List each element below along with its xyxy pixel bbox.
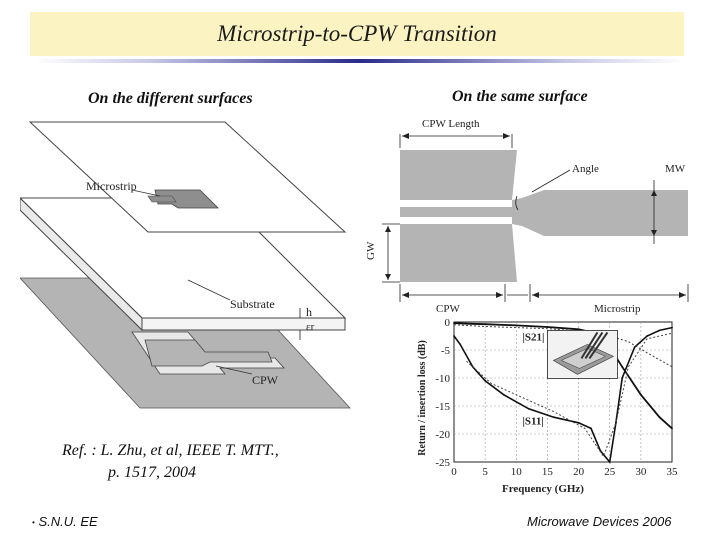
data-point — [671, 326, 673, 329]
data-point — [515, 324, 518, 327]
data-point — [639, 393, 642, 396]
y-tick-label: -10 — [435, 373, 450, 385]
data-point — [527, 407, 530, 410]
microstrip-top-layer — [28, 121, 347, 233]
x-tick-label: 5 — [482, 466, 488, 478]
data-point — [608, 461, 611, 463]
taper-section — [512, 190, 688, 236]
s21-annotation: |S21| — [523, 331, 545, 343]
data-point — [621, 377, 624, 379]
cpw-length-label: CPW Length — [422, 118, 480, 130]
lower-ground — [400, 224, 517, 282]
cpw-layer-label: CPW — [252, 373, 279, 387]
x-tick-label: 25 — [604, 466, 616, 478]
data-point — [646, 335, 648, 337]
data-point — [671, 427, 673, 430]
angle-label: Angle — [572, 163, 599, 175]
substrate-label: Substrate — [230, 297, 275, 311]
right-caption: On the same surface — [452, 88, 588, 105]
y-tick-label: -5 — [441, 345, 451, 357]
permittivity-label: εr — [306, 321, 315, 333]
data-point — [453, 322, 455, 325]
inset-probe — [588, 331, 609, 359]
x-axis-label: Frequency (GHz) — [502, 483, 584, 495]
data-point — [658, 416, 661, 419]
bullet-dot-icon: • — [32, 518, 35, 528]
data-point — [484, 323, 487, 326]
y-tick-label: -15 — [435, 401, 450, 413]
inset-probe — [584, 331, 604, 359]
title-divider — [34, 59, 684, 63]
cpw-dimension-label: CPW — [436, 303, 460, 315]
microstrip-label: Microstrip — [86, 179, 137, 193]
measured-curve-2 — [466, 332, 673, 458]
data-point — [453, 335, 455, 337]
data-point — [502, 393, 505, 396]
data-point — [465, 322, 468, 325]
data-point — [621, 365, 624, 368]
x-tick-label: 35 — [667, 466, 679, 478]
data-point — [459, 343, 462, 346]
data-point — [615, 421, 617, 424]
left-caption: On the different surfaces — [88, 90, 253, 107]
mw-label: MW — [665, 163, 686, 175]
data-point — [484, 379, 487, 382]
data-point — [633, 346, 636, 349]
inset-probe — [580, 331, 599, 359]
microstrip-dimension-label: Microstrip — [594, 303, 641, 315]
x-tick-label: 20 — [573, 466, 585, 478]
x-tick-label: 0 — [451, 466, 457, 478]
x-tick-label: 10 — [511, 466, 523, 478]
x-tick-label: 30 — [635, 466, 647, 478]
title-band: Microstrip-to-CPW Transition — [30, 12, 684, 56]
substrate-side — [141, 317, 346, 331]
y-tick-label: -25 — [435, 457, 450, 469]
footer-left: • S.N.U. EE — [32, 514, 98, 529]
cpw-center-conductor — [400, 207, 515, 217]
y-tick-label: -20 — [435, 429, 450, 441]
transition-geometry-figure: CPW Length Angle MW GW CPW Microstrip — [365, 116, 689, 315]
data-point — [552, 416, 555, 419]
slide-title: Microstrip-to-CPW Transition — [217, 21, 497, 46]
y-axis-label: Return / insertion loss (dB) — [417, 340, 428, 456]
s11-annotation: |S11| — [523, 415, 544, 427]
upper-ground — [400, 150, 517, 200]
microstrip-strip — [154, 189, 219, 209]
inset-metal-shape — [560, 348, 607, 369]
data-point — [590, 427, 592, 430]
height-label: h — [306, 305, 312, 319]
footer-right: Microwave Devices 2006 — [527, 514, 672, 529]
x-tick-label: 15 — [542, 466, 554, 478]
y-tick-label: 0 — [445, 317, 451, 329]
data-point — [546, 326, 549, 328]
data-point — [658, 329, 661, 332]
cpw-center-strip — [144, 339, 273, 367]
layer-stack-figure: CPW Substrate h εr Microstrip — [20, 121, 351, 409]
reference-line-2: p. 1517, 2004 — [108, 464, 196, 481]
data-point — [577, 328, 580, 331]
gw-label: GW — [365, 241, 377, 260]
footer-institution: S.N.U. EE — [38, 514, 98, 529]
reference-line-1: Ref. : L. Zhu, et al, IEEE T. MTT., — [62, 442, 279, 459]
data-point — [577, 421, 580, 424]
